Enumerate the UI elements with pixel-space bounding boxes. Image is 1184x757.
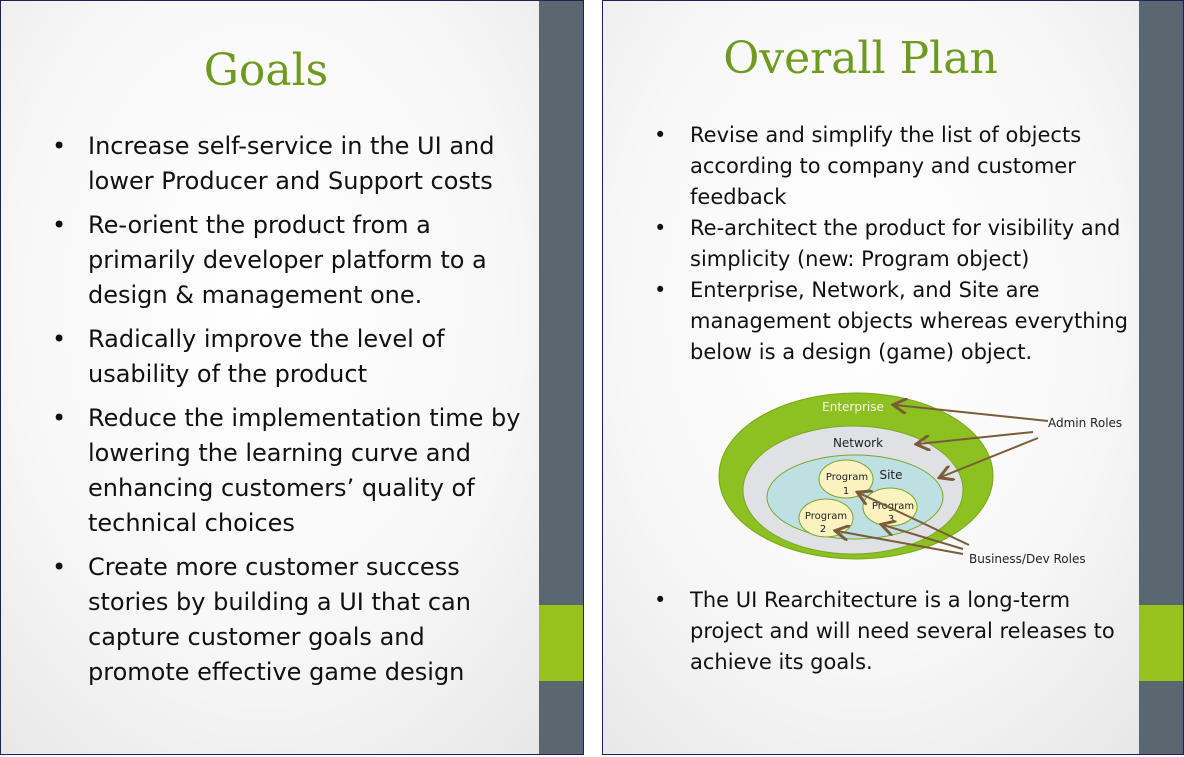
bullet-list: Increase self-service in the UI and lowe… (52, 129, 528, 699)
bullet-item: Re-architect the product for visibility … (654, 213, 1130, 275)
program-1-ellipse (818, 459, 874, 499)
enterprise-label: Enterprise (822, 400, 884, 414)
slide-title: Overall Plan (723, 33, 998, 84)
bullet-item: Create more customer success stories by … (52, 550, 528, 690)
accent-block (539, 605, 583, 681)
bullet-item: Enterprise, Network, and Site are manage… (654, 275, 1130, 368)
side-bar (1139, 1, 1183, 754)
site-label: Site (879, 468, 902, 482)
bullet-item: The UI Rearchitecture is a long-term pro… (654, 585, 1130, 678)
role-arrows (837, 405, 1049, 555)
side-bar (539, 1, 583, 754)
business-dev-roles-label: Business/Dev Roles (969, 552, 1086, 566)
slide-title: Goals (203, 45, 329, 96)
bullet-item: Reduce the implementation time by loweri… (52, 401, 528, 541)
bullet-item: Radically improve the level of usability… (52, 322, 528, 392)
bullet-item: Increase self-service in the UI and lowe… (52, 129, 528, 199)
bullet-item: Revise and simplify the list of objects … (654, 120, 1130, 213)
bullet-list-final: The UI Rearchitecture is a long-term pro… (654, 585, 1130, 678)
slide-goals: Goals Increase self-service in the UI an… (0, 0, 584, 755)
network-label: Network (833, 436, 883, 450)
bullet-item: Re-orient the product from a primarily d… (52, 208, 528, 313)
admin-roles-label: Admin Roles (1048, 416, 1122, 430)
slide-overall-plan: Overall Plan Revise and simplify the lis… (602, 0, 1184, 755)
accent-block (1139, 605, 1183, 681)
bullet-list: Revise and simplify the list of objects … (654, 120, 1130, 368)
